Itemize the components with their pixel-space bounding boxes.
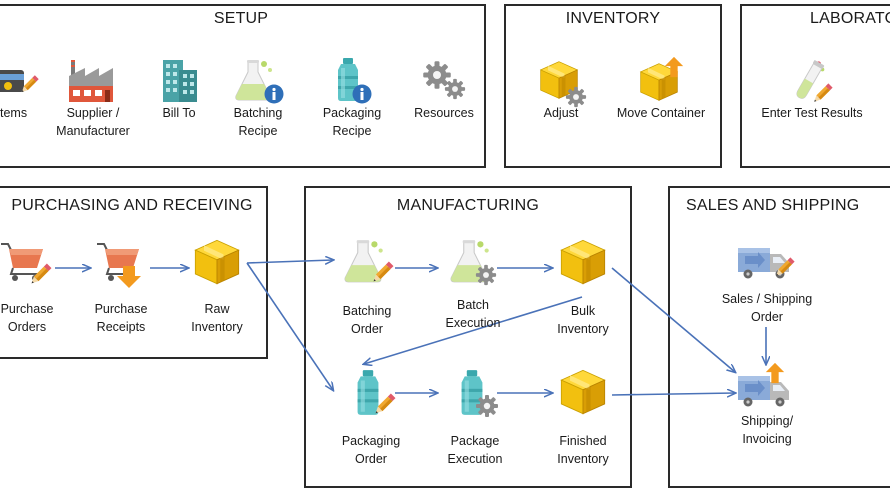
bulk-inventory-label-2: Inventory bbox=[557, 322, 609, 336]
batching-recipe-label-1: Batching bbox=[233, 106, 283, 120]
sales-shipping-order-label-1: Sales / Shipping bbox=[721, 292, 813, 306]
purchase-orders-label-2: Orders bbox=[7, 320, 47, 334]
purchase-receipts-label-1: Purchase bbox=[94, 302, 148, 316]
node-resources[interactable]: Resources bbox=[389, 56, 499, 122]
node-finished-inventory[interactable]: Finished Inventory bbox=[528, 366, 638, 468]
box-icon bbox=[191, 236, 243, 288]
packaging-recipe-label-2: Recipe bbox=[332, 124, 372, 138]
inventory-title: INVENTORY bbox=[565, 10, 661, 27]
supplier-label-2: Manufacturer bbox=[56, 124, 130, 138]
flask-pencil-icon bbox=[344, 239, 394, 284]
purchasing-title: PURCHASING AND RECEIVING bbox=[11, 197, 253, 214]
batching-order-label-2: Order bbox=[351, 322, 383, 336]
laboratory-title: LABORATO bbox=[810, 10, 890, 27]
raw-inventory-label-2: Inventory bbox=[191, 320, 243, 334]
node-bill-to[interactable]: Bill To bbox=[124, 56, 234, 122]
node-items[interactable]: tems bbox=[0, 56, 40, 122]
cart-pencil-icon bbox=[0, 243, 52, 286]
node-adjust[interactable]: Adjust bbox=[506, 56, 616, 122]
batching-recipe-label-2: Recipe bbox=[238, 124, 278, 138]
node-bulk-inventory[interactable]: Bulk Inventory bbox=[528, 236, 638, 338]
batch-execution-label-1: Batch bbox=[457, 298, 489, 312]
move-container-label: Move Container bbox=[616, 106, 706, 120]
node-purchase-receipts[interactable]: Purchase Receipts bbox=[66, 236, 176, 336]
node-move-container[interactable]: Move Container bbox=[606, 56, 716, 122]
shipping-invoicing-label-1: Shipping/ bbox=[740, 414, 794, 428]
supplier-label-1: Supplier / bbox=[66, 106, 120, 120]
node-packaging-order[interactable]: Packaging Order bbox=[316, 366, 426, 468]
box-gear-icon bbox=[540, 61, 587, 108]
truck-pencil-icon bbox=[738, 248, 795, 279]
items-pencil-icon bbox=[0, 56, 39, 95]
node-purchase-orders[interactable]: Purchase Orders bbox=[0, 236, 82, 336]
packaging-recipe-label-1: Packaging bbox=[322, 106, 382, 120]
finished-inventory-label-2: Inventory bbox=[557, 452, 609, 466]
bulk-inventory-label-1: Bulk bbox=[570, 304, 596, 318]
package-execution-label-2: Execution bbox=[447, 452, 503, 466]
node-sales-shipping-order[interactable]: Sales / Shipping Order bbox=[712, 240, 822, 326]
resources-label: Resources bbox=[414, 106, 474, 120]
node-raw-inventory[interactable]: Raw Inventory bbox=[162, 236, 272, 336]
gears-icon bbox=[423, 61, 466, 100]
batch-execution-label-2: Execution bbox=[445, 316, 501, 330]
node-batch-execution[interactable]: Batch Execution bbox=[418, 234, 528, 332]
purchase-receipts-label-2: Receipts bbox=[96, 320, 146, 334]
setup-title: SETUP bbox=[213, 10, 269, 27]
node-batching-order[interactable]: Batching Order bbox=[312, 234, 422, 338]
enter-test-results-label: Enter Test Results bbox=[761, 106, 863, 120]
packaging-order-label-2: Order bbox=[355, 452, 387, 466]
manufacturing-title: MANUFACTURING bbox=[396, 197, 540, 214]
purchase-orders-label-1: Purchase bbox=[0, 302, 54, 316]
factory-icon bbox=[65, 56, 121, 104]
node-supplier[interactable]: Supplier / Manufacturer bbox=[38, 56, 148, 140]
sales-title: SALES AND SHIPPING bbox=[686, 197, 860, 214]
node-package-execution[interactable]: Package Execution bbox=[420, 366, 530, 468]
bottle-pencil-icon bbox=[357, 370, 396, 416]
truck-arrow-icon bbox=[738, 362, 789, 407]
adjust-label: Adjust bbox=[543, 106, 579, 120]
sales-shipping-order-label-2: Order bbox=[751, 310, 783, 324]
packaging-order-label-1: Packaging bbox=[341, 434, 401, 448]
node-batching-recipe[interactable]: Batching Recipe bbox=[203, 56, 313, 140]
items-label: tems bbox=[0, 106, 28, 120]
node-packaging-recipe[interactable]: Packaging Recipe bbox=[297, 56, 407, 140]
flask-gear-icon bbox=[450, 239, 497, 286]
cart-arrow-icon bbox=[96, 243, 141, 288]
box-icon bbox=[557, 236, 609, 288]
node-enter-test-results[interactable]: Enter Test Results bbox=[757, 56, 867, 122]
bottle-gear-icon bbox=[461, 370, 498, 417]
shipping-invoicing-label-2: Invoicing bbox=[742, 432, 792, 446]
raw-inventory-label-1: Raw bbox=[204, 302, 230, 316]
finished-inventory-label-1: Finished bbox=[559, 434, 607, 448]
bottle-info-icon bbox=[338, 58, 372, 104]
batching-order-label-1: Batching bbox=[342, 304, 392, 318]
box-arrow-icon bbox=[640, 56, 684, 101]
office-building-icon bbox=[155, 56, 203, 104]
test-tube-pencil-icon bbox=[793, 59, 833, 104]
flask-info-icon bbox=[235, 59, 284, 104]
box-icon bbox=[557, 366, 609, 418]
package-execution-label-1: Package bbox=[450, 434, 500, 448]
laboratory-panel: LABORATO bbox=[740, 4, 890, 168]
bill-to-label: Bill To bbox=[162, 106, 196, 120]
node-shipping-invoicing[interactable]: Shipping/ Invoicing bbox=[712, 362, 822, 448]
